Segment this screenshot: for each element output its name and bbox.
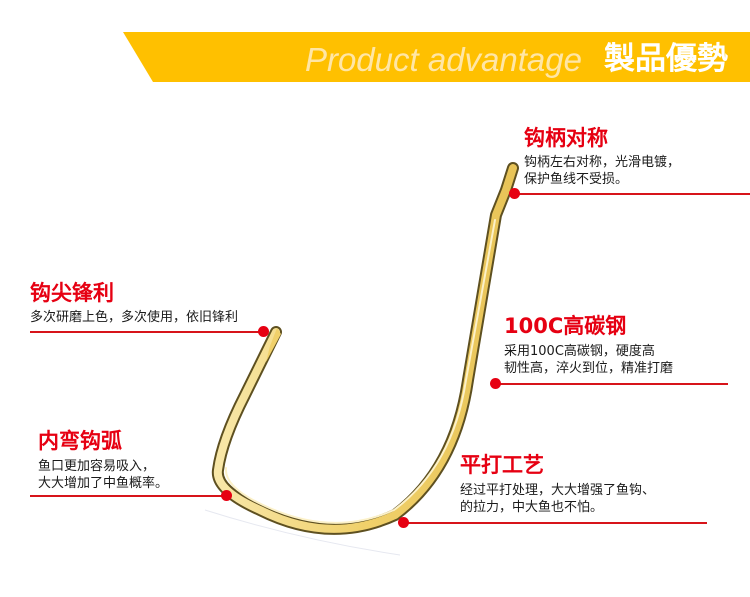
- feature-desc-line: 大大增加了中鱼概率。: [38, 476, 169, 491]
- banner-background: [123, 32, 750, 82]
- feature-title: 内弯钩弧: [38, 429, 122, 453]
- callout-dot: [398, 517, 409, 528]
- callout-line: [405, 522, 707, 524]
- feature-title: 平打工艺: [460, 453, 544, 477]
- feature-high-carbon-steel: 100C高碳钢 采用100C高碳钢，硬度高 韧性高，淬火到位，精准打磨: [504, 313, 673, 377]
- feature-desc-line: 保护鱼线不受损。: [524, 172, 629, 187]
- feature-desc-line: 钩柄左右对称，光滑电镀，: [524, 155, 681, 170]
- callout-line: [30, 495, 228, 497]
- callout-dot: [490, 378, 501, 389]
- feature-shank-symmetric: 钩柄对称 钩柄左右对称，光滑电镀， 保护鱼线不受损。: [524, 125, 680, 188]
- banner-title-en: Product advantage: [304, 41, 582, 78]
- feature-desc-line: 的拉力，中大鱼也不怕。: [460, 500, 604, 515]
- feature-inner-bend: 内弯钩弧 鱼口更加容易吸入， 大大增加了中鱼概率。: [38, 428, 168, 492]
- banner-title-cn: 製品優勢: [604, 41, 728, 77]
- callout-line: [497, 383, 728, 385]
- callout-dot: [258, 326, 269, 337]
- callout-dot: [221, 490, 232, 501]
- feature-sharp-point: 钩尖锋利 多次研磨上色，多次使用，依旧锋利: [30, 280, 238, 326]
- feature-title: 100C高碳钢: [504, 314, 627, 338]
- feature-desc-line: 鱼口更加容易吸入，: [38, 459, 156, 474]
- product-advantage-banner: Product advantage 製品優勢: [0, 0, 750, 100]
- feature-title: 钩尖锋利: [30, 281, 114, 305]
- callout-line: [30, 331, 262, 333]
- feature-flat-forging: 平打工艺 经过平打处理，大大增强了鱼钩、 的拉力，中大鱼也不怕。: [460, 452, 655, 516]
- feature-desc-line: 韧性高，淬火到位，精准打磨: [504, 361, 674, 376]
- feature-desc-line: 经过平打处理，大大增强了鱼钩、: [460, 483, 656, 498]
- feature-desc-line: 多次研磨上色，多次使用，依旧锋利: [30, 310, 239, 325]
- callout-dot: [509, 188, 520, 199]
- callout-line: [515, 193, 750, 195]
- feature-title: 钩柄对称: [524, 126, 608, 150]
- feature-desc-line: 采用100C高碳钢，硬度高: [504, 344, 655, 359]
